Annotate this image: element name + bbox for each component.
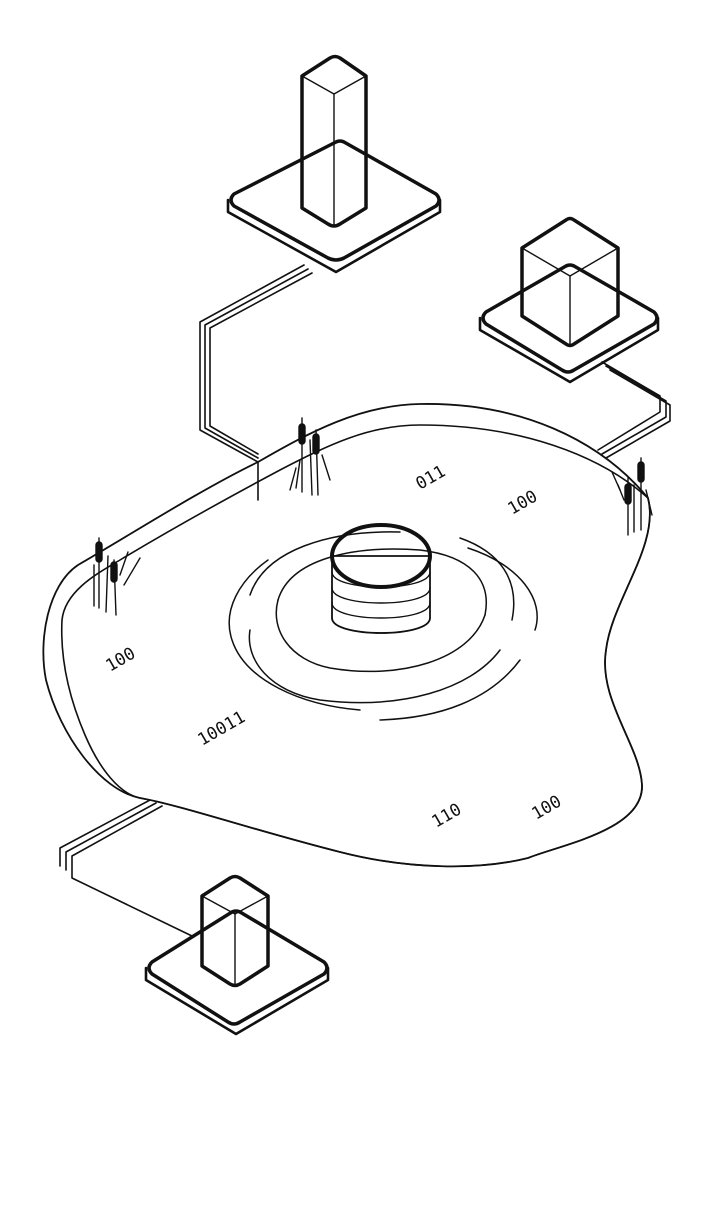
data-lake: 011 100 100 10011 110 100 bbox=[42, 403, 651, 868]
green-data-tower bbox=[478, 216, 660, 384]
binary-label: 100 bbox=[505, 487, 542, 520]
binary-label: 100 bbox=[103, 644, 140, 677]
cattail-icon bbox=[611, 457, 653, 536]
connector-lake-to-orange bbox=[59, 799, 193, 937]
binary-label: 100 bbox=[529, 792, 566, 825]
lake-binary-labels: 011 100 100 10011 110 100 bbox=[103, 462, 566, 833]
orange-prism bbox=[200, 874, 270, 988]
platform-side bbox=[144, 966, 330, 1036]
platform-top bbox=[481, 263, 659, 374]
platform-top bbox=[147, 909, 329, 1026]
lake-surface bbox=[60, 424, 651, 868]
platform-top bbox=[229, 139, 441, 262]
cattail-icon bbox=[289, 417, 331, 496]
red-data-tower bbox=[226, 54, 442, 274]
center-data-drum bbox=[330, 523, 432, 634]
connector-red-to-lake bbox=[199, 264, 313, 501]
red-prism bbox=[300, 54, 368, 228]
binary-label: 110 bbox=[429, 800, 466, 833]
binary-label: 011 bbox=[413, 462, 450, 495]
ripple-rings bbox=[228, 531, 538, 721]
platform-side bbox=[478, 316, 660, 384]
orange-data-tower bbox=[144, 874, 330, 1036]
drum-top bbox=[330, 523, 432, 589]
cattail-icon bbox=[93, 537, 141, 616]
platform-side bbox=[226, 198, 442, 274]
connector-green-to-lake bbox=[597, 361, 671, 459]
green-cube bbox=[520, 216, 620, 348]
binary-label: 10011 bbox=[195, 707, 249, 750]
